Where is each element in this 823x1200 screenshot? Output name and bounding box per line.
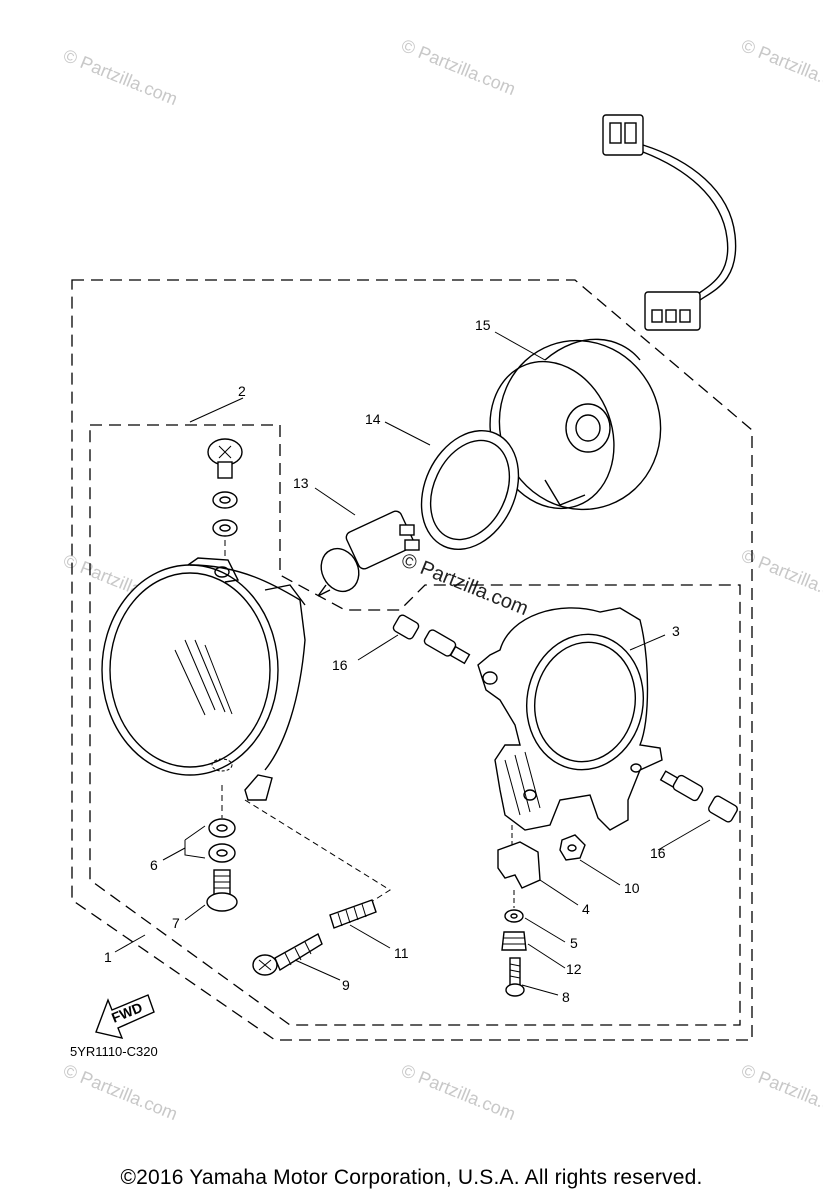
wire-harness	[602, 114, 737, 331]
watermark: © Partzilla.com	[399, 35, 519, 99]
callout-8: 8	[562, 989, 570, 1005]
callout-12: 12	[566, 961, 582, 977]
part-16-pin-right	[659, 770, 738, 823]
lower-right-fasteners	[497, 825, 541, 997]
watermark: © Partzilla.com	[739, 1060, 823, 1124]
watermark: © Partzilla.com	[399, 1060, 519, 1124]
assembly-2-boundary	[89, 424, 741, 1026]
callout-3: 3	[672, 623, 680, 639]
part-2-headlight-unit	[101, 557, 306, 801]
callout-5: 5	[570, 935, 578, 951]
watermark: © Partzilla.com	[739, 545, 823, 609]
callout-2: 2	[238, 383, 246, 399]
callouts: 2 15 14 13 3 16 16 6 7 1 9 11 10 4 5 12 …	[104, 317, 680, 1005]
part-3-bracket	[477, 607, 663, 831]
part-16-pin-upper	[392, 614, 471, 665]
diagram-code: 5YR1110-C320	[70, 1044, 158, 1059]
adjuster-screw-and-spring	[244, 799, 391, 976]
watermark: © Partzilla.com	[61, 45, 181, 109]
callout-9: 9	[342, 977, 350, 993]
fwd-arrow: FWD	[95, 994, 155, 1039]
callout-14: 14	[365, 411, 381, 427]
copyright-notice: ©2016 Yamaha Motor Corporation, U.S.A. A…	[120, 1166, 703, 1189]
callout-16b: 16	[650, 845, 666, 861]
callout-16a: 16	[332, 657, 348, 673]
part-15-headlight-housing	[489, 338, 662, 511]
assembly-1-boundary	[71, 279, 753, 1041]
callout-4: 4	[582, 901, 590, 917]
callout-1: 1	[104, 949, 112, 965]
callout-10: 10	[624, 880, 640, 896]
part-13-bulb	[317, 510, 420, 597]
lower-left-fasteners	[184, 785, 238, 912]
watermark: © Partzilla.com	[739, 35, 823, 99]
callout-7: 7	[172, 915, 180, 931]
part-10-nut	[559, 834, 586, 861]
watermark: © Partzilla.com	[61, 1060, 181, 1124]
callout-15: 15	[475, 317, 491, 333]
leader-lines	[114, 331, 711, 996]
callout-6: 6	[150, 857, 158, 873]
callout-11: 11	[394, 945, 409, 961]
upper-screw-stack	[207, 438, 243, 560]
callout-13: 13	[293, 475, 309, 491]
part-14-ring	[420, 429, 520, 551]
